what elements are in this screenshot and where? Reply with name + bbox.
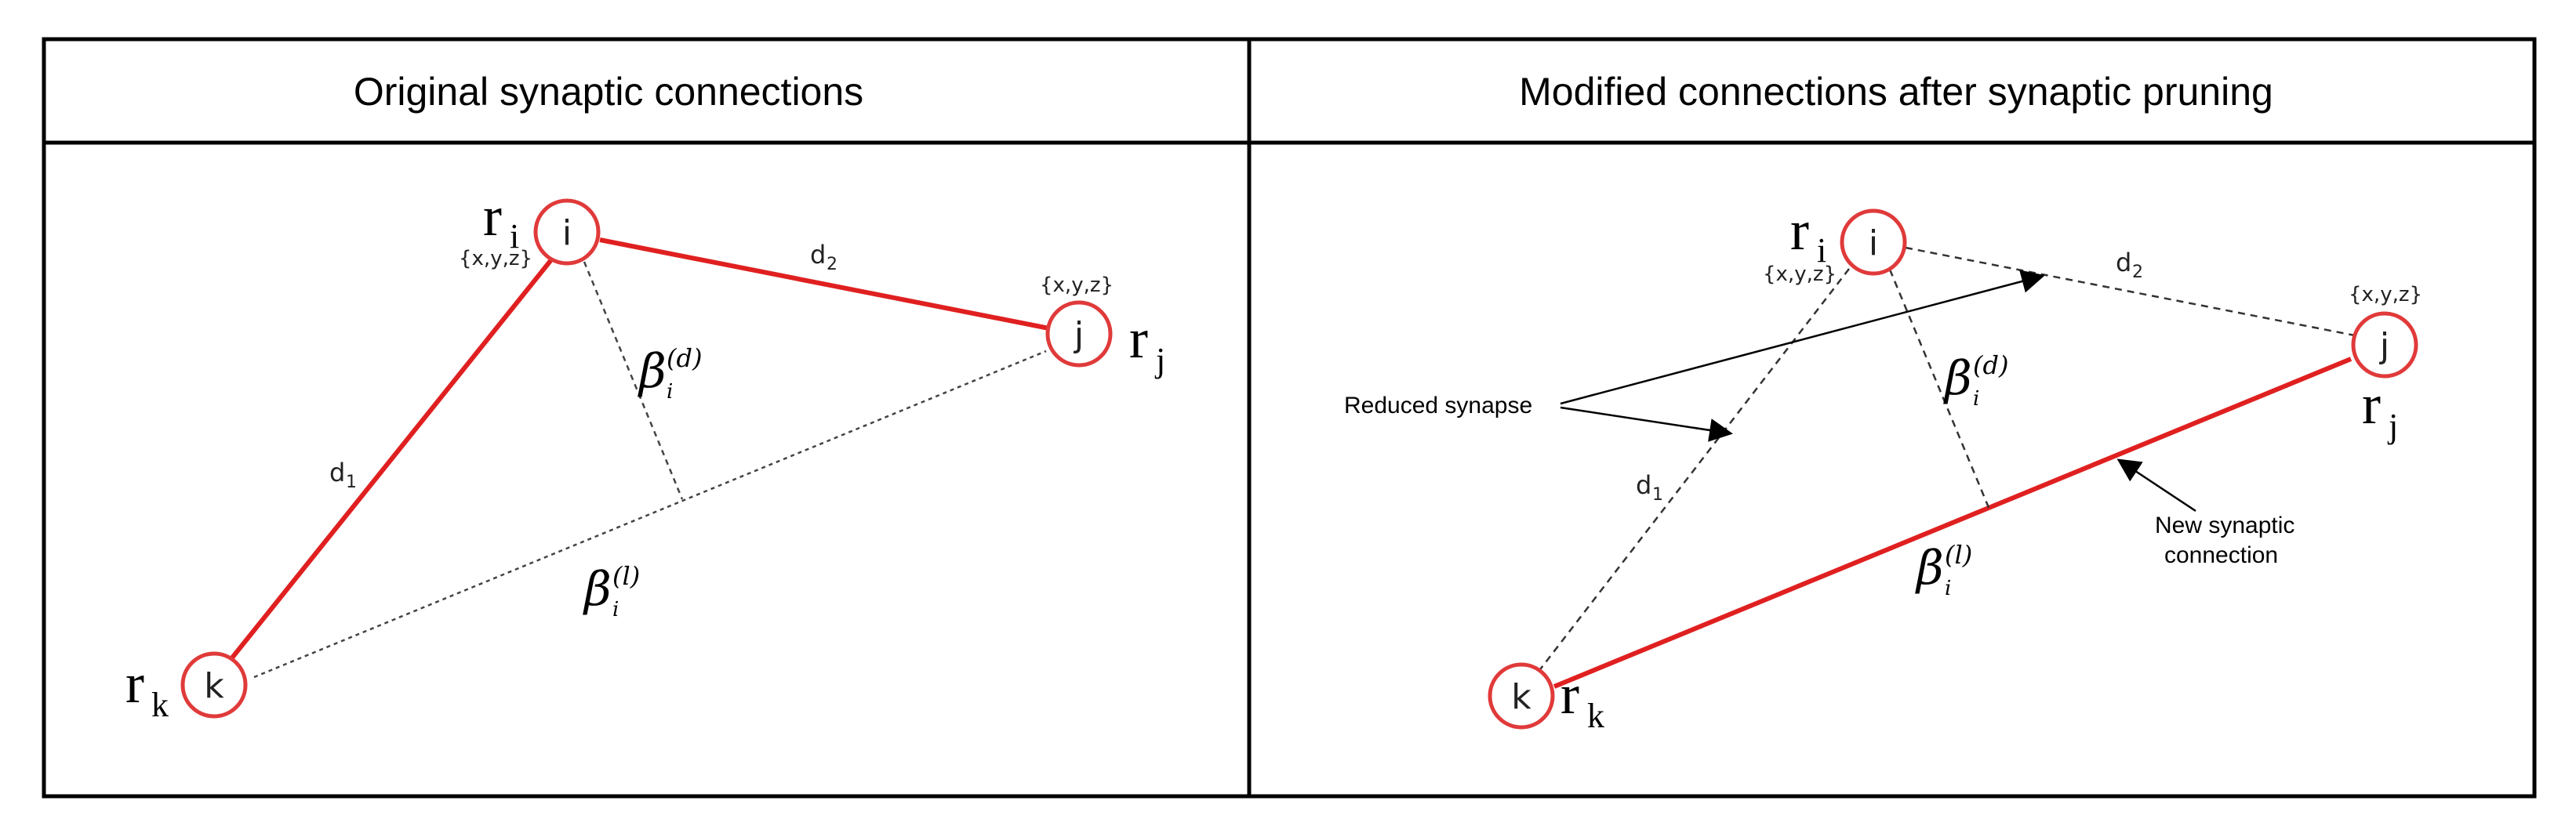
left-panel: i j k r i {x,y,z} r j {x,y,z} r k d 2 [125, 185, 1165, 724]
header-original: Original synaptic connections [354, 70, 863, 114]
coord-i-right: {x,y,z} [1763, 263, 1837, 286]
svg-text:j: j [1074, 315, 1084, 355]
svg-text:k: k [204, 666, 224, 706]
coord-j-right: {x,y,z} [2349, 283, 2422, 306]
svg-text:j: j [1154, 341, 1165, 379]
svg-text:(l): (l) [612, 561, 640, 591]
label-d1-left: d 1 [329, 458, 357, 492]
svg-text:d: d [810, 240, 826, 270]
svg-text:k: k [151, 686, 169, 724]
header-modified: Modified connections after synaptic prun… [1519, 70, 2273, 114]
svg-text:i: i [562, 213, 572, 253]
svg-text:r: r [1560, 663, 1579, 726]
node-i: i [533, 198, 601, 266]
node-j-right: j [2351, 311, 2418, 379]
edge-k-j-new [1553, 357, 2353, 689]
svg-text:(d): (d) [1973, 350, 2008, 380]
svg-text:i: i [667, 380, 673, 404]
arrow-new-connection [2116, 458, 2196, 513]
svg-text:j: j [2387, 407, 2398, 445]
svg-text:i: i [1817, 231, 1826, 270]
svg-text:j: j [2379, 326, 2389, 366]
svg-text:r: r [1790, 199, 1809, 262]
table-frame [42, 37, 2537, 799]
svg-text:2: 2 [827, 255, 837, 274]
node-i-right: i [1840, 208, 1907, 276]
svg-text:1: 1 [346, 473, 357, 492]
svg-text:i: i [510, 217, 519, 255]
node-k-right: k [1488, 662, 1555, 730]
svg-text:d: d [2116, 248, 2131, 277]
label-d1-right: d 1 [1636, 470, 1663, 505]
edge-i-k-pruned [1535, 268, 1850, 676]
svg-text:β: β [1943, 351, 1972, 406]
svg-text:β: β [583, 562, 612, 617]
arrow-reduced-to-d2 [1560, 270, 2045, 405]
svg-text:r: r [483, 185, 502, 248]
label-r-j: r j [1129, 307, 1165, 379]
perpendicular-beta-d [583, 261, 684, 500]
svg-text:k: k [1511, 677, 1531, 717]
node-k: k [180, 651, 248, 719]
edge-i-j-pruned [1905, 246, 2356, 337]
svg-text:2: 2 [2132, 263, 2143, 282]
label-r-k-right: r k [1560, 663, 1604, 735]
annotation-new-connection-line2: connection [2164, 542, 2278, 568]
perpendicular-beta-d-right [1888, 269, 1991, 510]
svg-text:β: β [638, 344, 667, 399]
svg-text:i: i [1869, 223, 1878, 263]
edge-i-k [227, 256, 555, 662]
annotation-new-connection-line1: New synaptic [2155, 513, 2294, 538]
node-j: j [1045, 300, 1113, 368]
label-beta-d-right: β (d) i [1943, 350, 2008, 411]
edge-i-j [599, 237, 1054, 332]
label-d2-right: d 2 [2116, 248, 2143, 282]
svg-text:i: i [1945, 577, 1951, 600]
label-r-i: r i [483, 185, 519, 255]
outer-border [42, 37, 2537, 799]
coord-i: {x,y,z} [459, 247, 532, 270]
svg-text:i: i [1973, 387, 1979, 411]
svg-text:k: k [1587, 697, 1604, 735]
label-d2-left: d 2 [810, 240, 837, 274]
edge-k-j-dotted [253, 350, 1047, 679]
label-beta-l-left: β (l) i [583, 561, 640, 621]
svg-text:d: d [329, 458, 345, 487]
svg-text:(l): (l) [1945, 540, 1972, 570]
label-r-i-right: r i [1790, 199, 1826, 270]
right-panel: i j k r i {x,y,z} r j {x,y,z} r k d 2 [1344, 199, 2422, 735]
svg-text:(d): (d) [667, 343, 702, 373]
arrow-reduced-to-d1 [1560, 406, 1733, 442]
annotation-reduced-synapse: Reduced synapse [1344, 393, 1532, 418]
svg-text:1: 1 [1652, 485, 1663, 505]
label-beta-l-right: β (l) i [1915, 540, 1972, 600]
svg-text:r: r [2362, 373, 2381, 436]
svg-text:d: d [1636, 470, 1651, 500]
coord-j: {x,y,z} [1040, 274, 1114, 297]
label-beta-d-left: β (d) i [638, 343, 702, 404]
svg-text:r: r [1129, 307, 1148, 370]
svg-text:i: i [612, 598, 619, 621]
svg-text:β: β [1915, 541, 1944, 596]
label-r-k: r k [125, 652, 169, 724]
svg-text:r: r [125, 652, 144, 715]
label-r-j-right: r j [2362, 373, 2398, 445]
